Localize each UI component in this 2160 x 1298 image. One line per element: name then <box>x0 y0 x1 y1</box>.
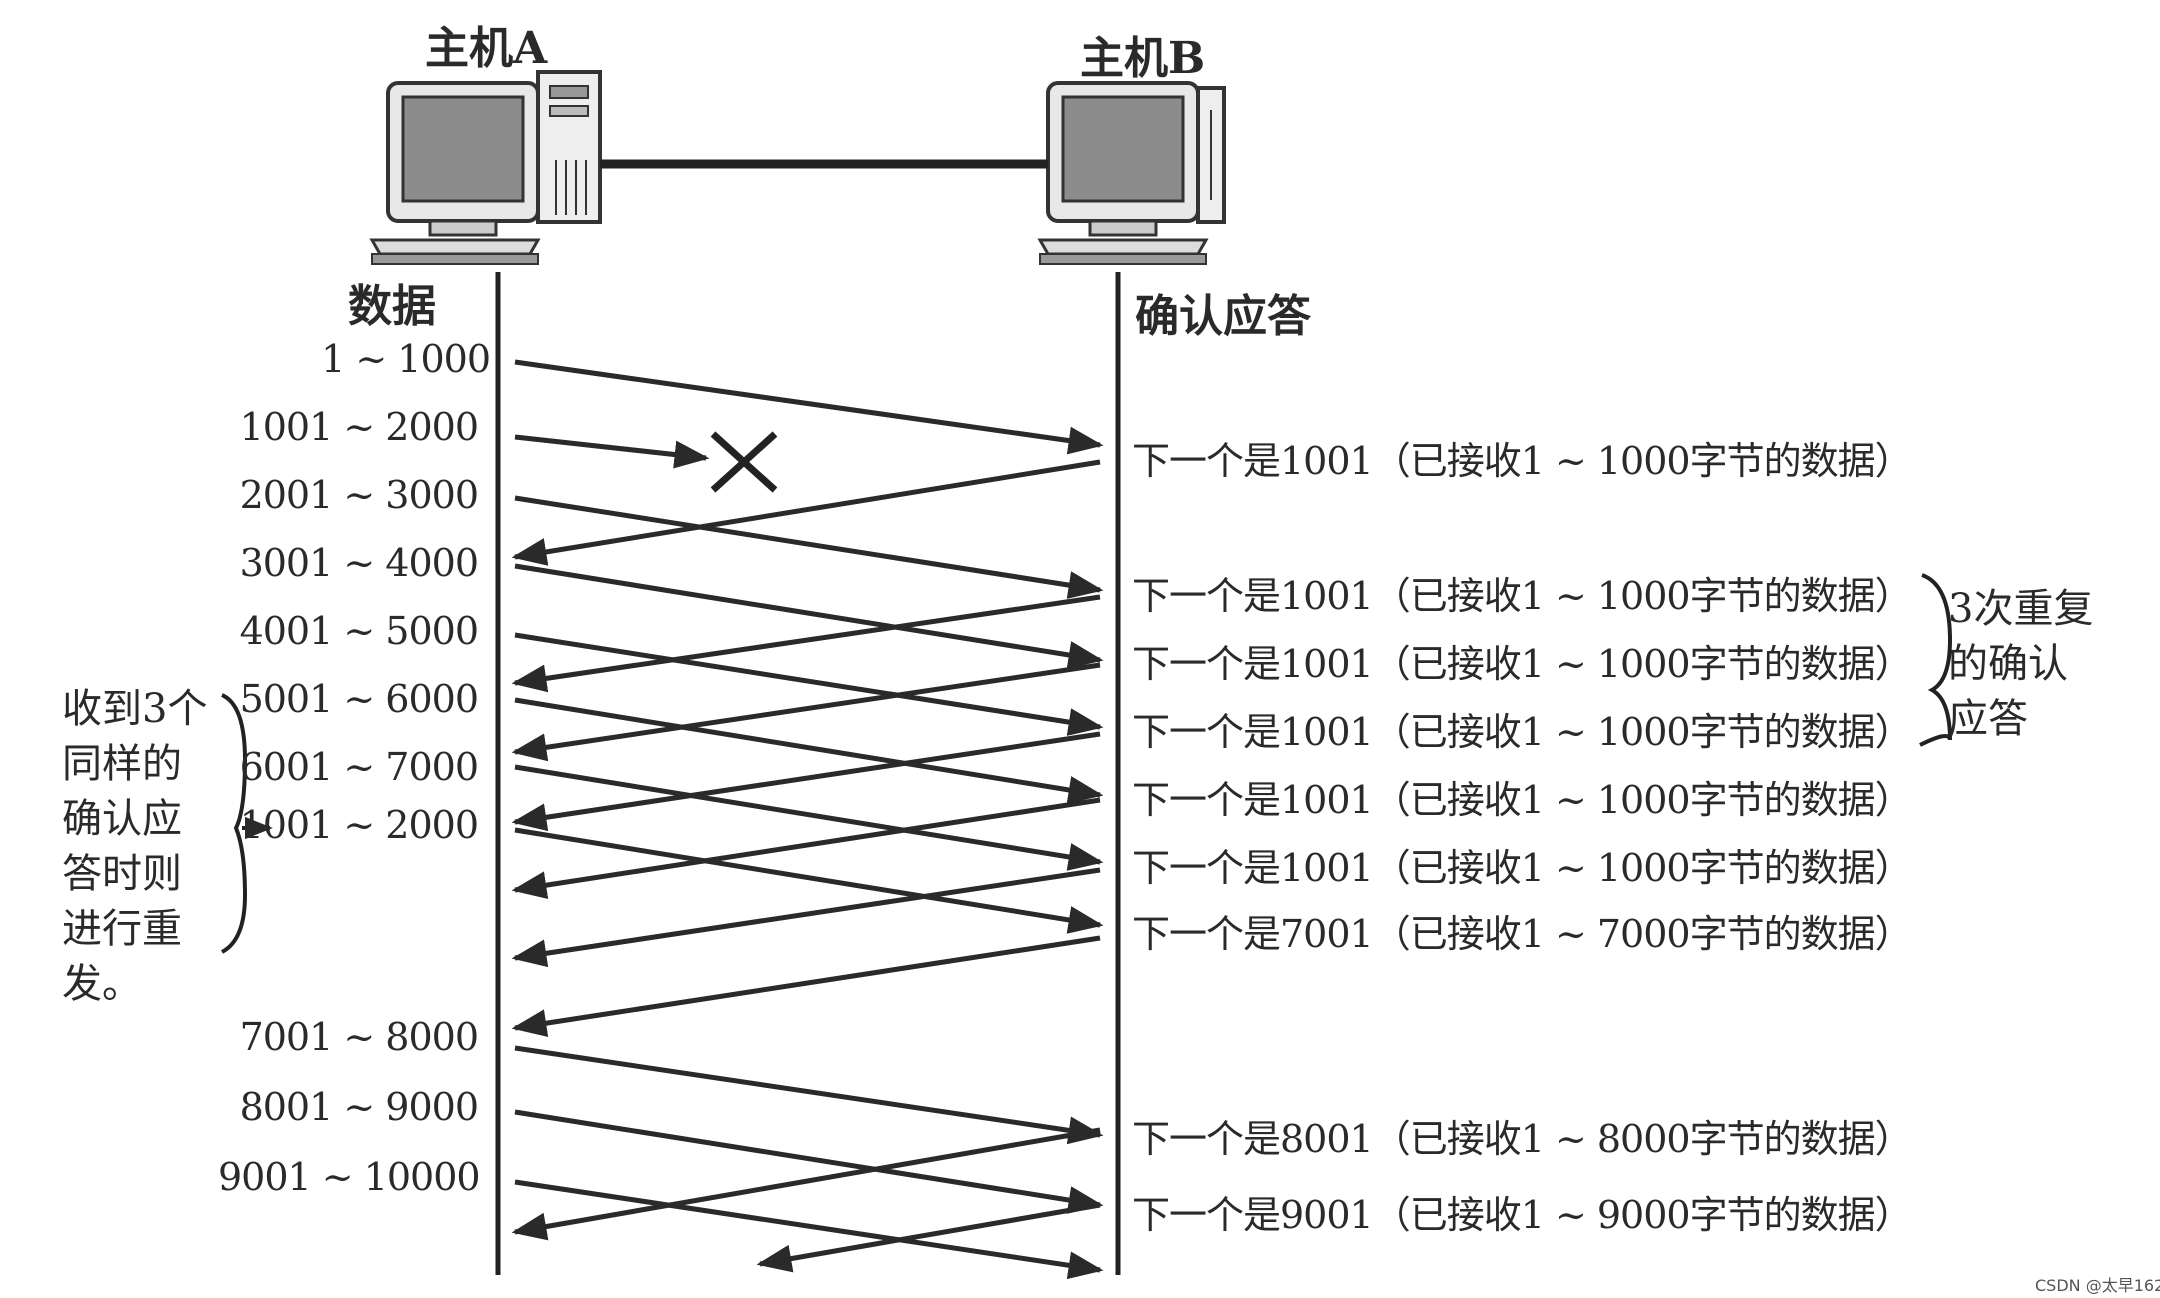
retransmit-brace <box>220 693 248 954</box>
segment-arrow <box>514 495 1104 599</box>
data-range: 3001 ~ 4000 <box>239 541 479 585</box>
data-range: 7001 ~ 8000 <box>239 1015 479 1059</box>
data-range: 5001 ~ 6000 <box>239 677 479 721</box>
host-b-label: 主机B <box>1080 33 1206 84</box>
data-range: 9001 ~ 10000 <box>218 1155 481 1199</box>
data-range-retransmit: 1001 ~ 2000 <box>239 803 479 847</box>
lost-segment-arrow <box>514 434 710 469</box>
duplicate-ack-note: 3次重复 的确认 应答 <box>1948 586 2094 742</box>
ack-label: 下一个是9001（已接收1 ~ 9000字节的数据） <box>1132 1193 1913 1237</box>
data-range: 4001 ~ 5000 <box>239 609 479 653</box>
ack-label: 下一个是7001（已接收1 ~ 7000字节的数据） <box>1132 912 1913 956</box>
ack-arrow <box>756 1202 1101 1273</box>
ack-label: 下一个是1001（已接收1 ~ 1000字节的数据） <box>1132 846 1913 890</box>
segment-arrow <box>514 1179 1104 1280</box>
host-a-label: 主机A <box>425 23 548 74</box>
host-a-computer-icon <box>369 70 602 265</box>
ack-arrow <box>511 731 1101 832</box>
duplicate-ack-brace <box>1919 573 1953 747</box>
segment-arrow <box>514 764 1104 871</box>
segment-arrow <box>514 1109 1104 1214</box>
data-range: 8001 ~ 9000 <box>239 1085 479 1129</box>
ack-label: 下一个是1001（已接收1 ~ 1000字节的数据） <box>1132 710 1913 754</box>
segment-arrow <box>514 359 1104 455</box>
segment-arrow <box>514 632 1104 736</box>
lost-packet-x-icon <box>710 431 778 493</box>
segment-arrow <box>514 1045 1104 1145</box>
ack-arrow <box>511 797 1101 900</box>
ack-arrow <box>511 935 1101 1038</box>
retransmit-segment-arrow <box>514 827 1104 934</box>
ack-label: 下一个是1001（已接收1 ~ 1000字节的数据） <box>1132 642 1913 686</box>
ack-arrow <box>511 662 1101 762</box>
data-range: 1 ~ 1000 <box>321 337 491 381</box>
watermark: CSDN @太早162 <box>2035 1276 2160 1295</box>
data-range: 6001 ~ 7000 <box>239 745 479 789</box>
ack-label: 下一个是1001（已接收1 ~ 1000字节的数据） <box>1132 574 1913 618</box>
ack-arrow <box>511 867 1101 968</box>
retransmit-note: 收到3个 同样的 确认应 答时则 进行重 发。 <box>62 686 208 1007</box>
segment-arrow <box>514 697 1104 804</box>
ack-arrow <box>511 594 1101 693</box>
ack-arrow <box>511 459 1101 566</box>
segment-arrow <box>514 563 1104 669</box>
host-b-computer-icon <box>1037 81 1226 265</box>
ack-label: 下一个是1001（已接收1 ~ 1000字节的数据） <box>1132 439 1913 483</box>
data-range: 1001 ~ 2000 <box>239 405 479 449</box>
ack-arrow <box>511 1127 1101 1241</box>
data-range: 2001 ~ 3000 <box>239 473 479 517</box>
ack-label: 下一个是1001（已接收1 ~ 1000字节的数据） <box>1132 778 1913 822</box>
data-column-title: 数据 <box>348 281 436 332</box>
ack-label: 下一个是8001（已接收1 ~ 8000字节的数据） <box>1132 1117 1913 1161</box>
message-arrows <box>511 359 1104 1280</box>
ack-column-title: 确认应答 <box>1135 291 1311 342</box>
